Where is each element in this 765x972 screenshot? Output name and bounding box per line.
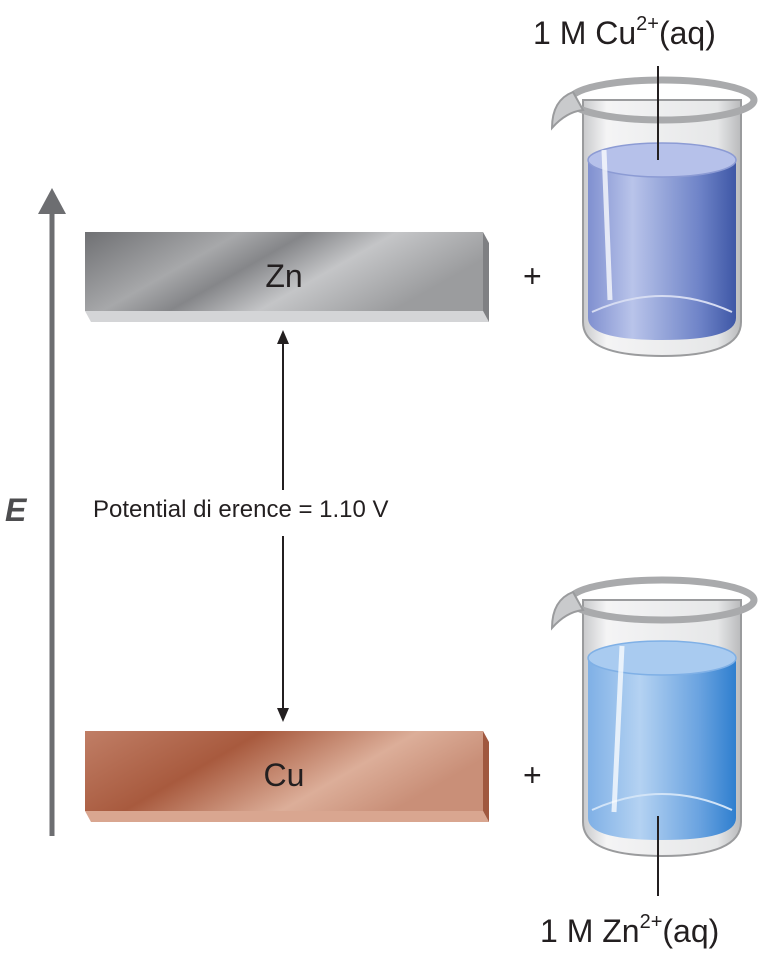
plus-sign-top: +	[523, 258, 542, 294]
zinc-label: Zn	[265, 258, 303, 294]
zn-solution-suffix: (aq)	[662, 913, 720, 949]
beaker-cu-solution	[550, 76, 758, 358]
beaker-zn-solution	[550, 576, 758, 858]
zn-solution-label: 1 M Zn2+(aq)	[540, 911, 720, 950]
plus-sign-bottom: +	[523, 757, 542, 793]
potential-difference-label: Potential di erence = 1.10 V	[89, 496, 393, 524]
copper-strip	[85, 731, 489, 822]
energy-axis-arrowhead	[38, 188, 66, 214]
copper-label: Cu	[263, 757, 305, 793]
potential-difference-arrow	[277, 330, 289, 722]
zn-solution-prefix: 1 M Zn	[540, 913, 640, 949]
zn-solution-charge: 2+	[639, 911, 663, 933]
energy-axis-label: E	[5, 492, 27, 528]
cu-solution-suffix: (aq)	[658, 15, 716, 51]
cu-solution-charge: 2+	[636, 13, 659, 35]
zinc-strip	[85, 232, 489, 322]
cu-solution-label: 1 M Cu2+(aq)	[533, 13, 716, 52]
cu-solution-prefix: 1 M Cu	[533, 15, 637, 51]
